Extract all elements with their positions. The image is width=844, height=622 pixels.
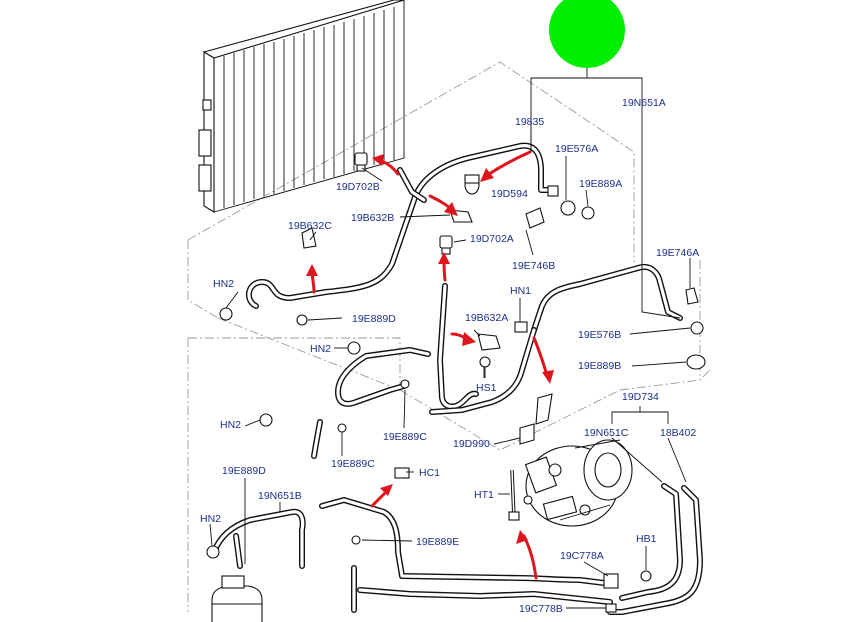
accumulator-partial [211,575,263,622]
label-19B632B: 19B632B [351,212,394,224]
green-marker-circle [549,0,625,68]
label-18B402: 18B402 [660,427,696,439]
label-19D594: 19D594 [491,188,528,200]
label-19E576A: 19E576A [555,143,598,155]
label-HN2-c: HN2 [220,419,241,431]
arrow-to-19D594 [484,150,532,178]
label-19D734: 19D734 [622,391,659,403]
label-19D702B: 19D702B [336,181,380,193]
label-HT1: HT1 [474,489,494,501]
compressor-19D734 [523,439,633,527]
label-19N651B: 19N651B [258,490,302,502]
label-HN2-d: HN2 [200,513,221,525]
label-19E746A: 19E746A [656,247,699,259]
condenser-assembly [198,0,405,213]
label-HN1: HN1 [510,285,531,297]
label-19835: 19835 [515,116,544,128]
label-19C778A: 19C778A [560,550,604,562]
label-19N651C: 19N651C [584,427,629,439]
direction-arrows [306,150,554,580]
label-HN2-b: HN2 [310,343,331,355]
label-19E889D-top: 19E889D [352,313,396,325]
dash-guide-outlines [187,61,711,612]
label-19C778B: 19C778B [519,603,563,615]
label-19N651A: 19N651A [622,97,666,109]
label-HC1: HC1 [419,467,440,479]
label-19E889B: 19E889B [578,360,621,372]
label-19E889C-a: 19E889C [383,431,427,443]
arrow-to-HT1 [522,534,538,580]
label-HN2-a: HN2 [213,278,234,290]
small-components [206,152,706,613]
label-19B632C: 19B632C [288,220,332,232]
leader-lines [209,77,691,609]
label-19E889D-bottom: 19E889D [222,465,266,477]
label-19E576B: 19E576B [578,329,621,341]
label-19D990: 19D990 [453,438,490,450]
label-19E746B: 19E746B [512,260,555,272]
label-19E889C-b: 19E889C [331,458,375,470]
label-HB1: HB1 [636,533,657,545]
refrigerant-lines [211,142,703,615]
label-19B632A: 19B632A [465,312,508,324]
label-19E889E: 19E889E [416,536,459,548]
label-19E889A: 19E889A [579,178,622,190]
label-19D702A: 19D702A [470,233,514,245]
callout-labels: 19835 19N651A 19E576A 19E889A 19D594 19D… [200,97,699,615]
label-HS1: HS1 [476,382,497,394]
